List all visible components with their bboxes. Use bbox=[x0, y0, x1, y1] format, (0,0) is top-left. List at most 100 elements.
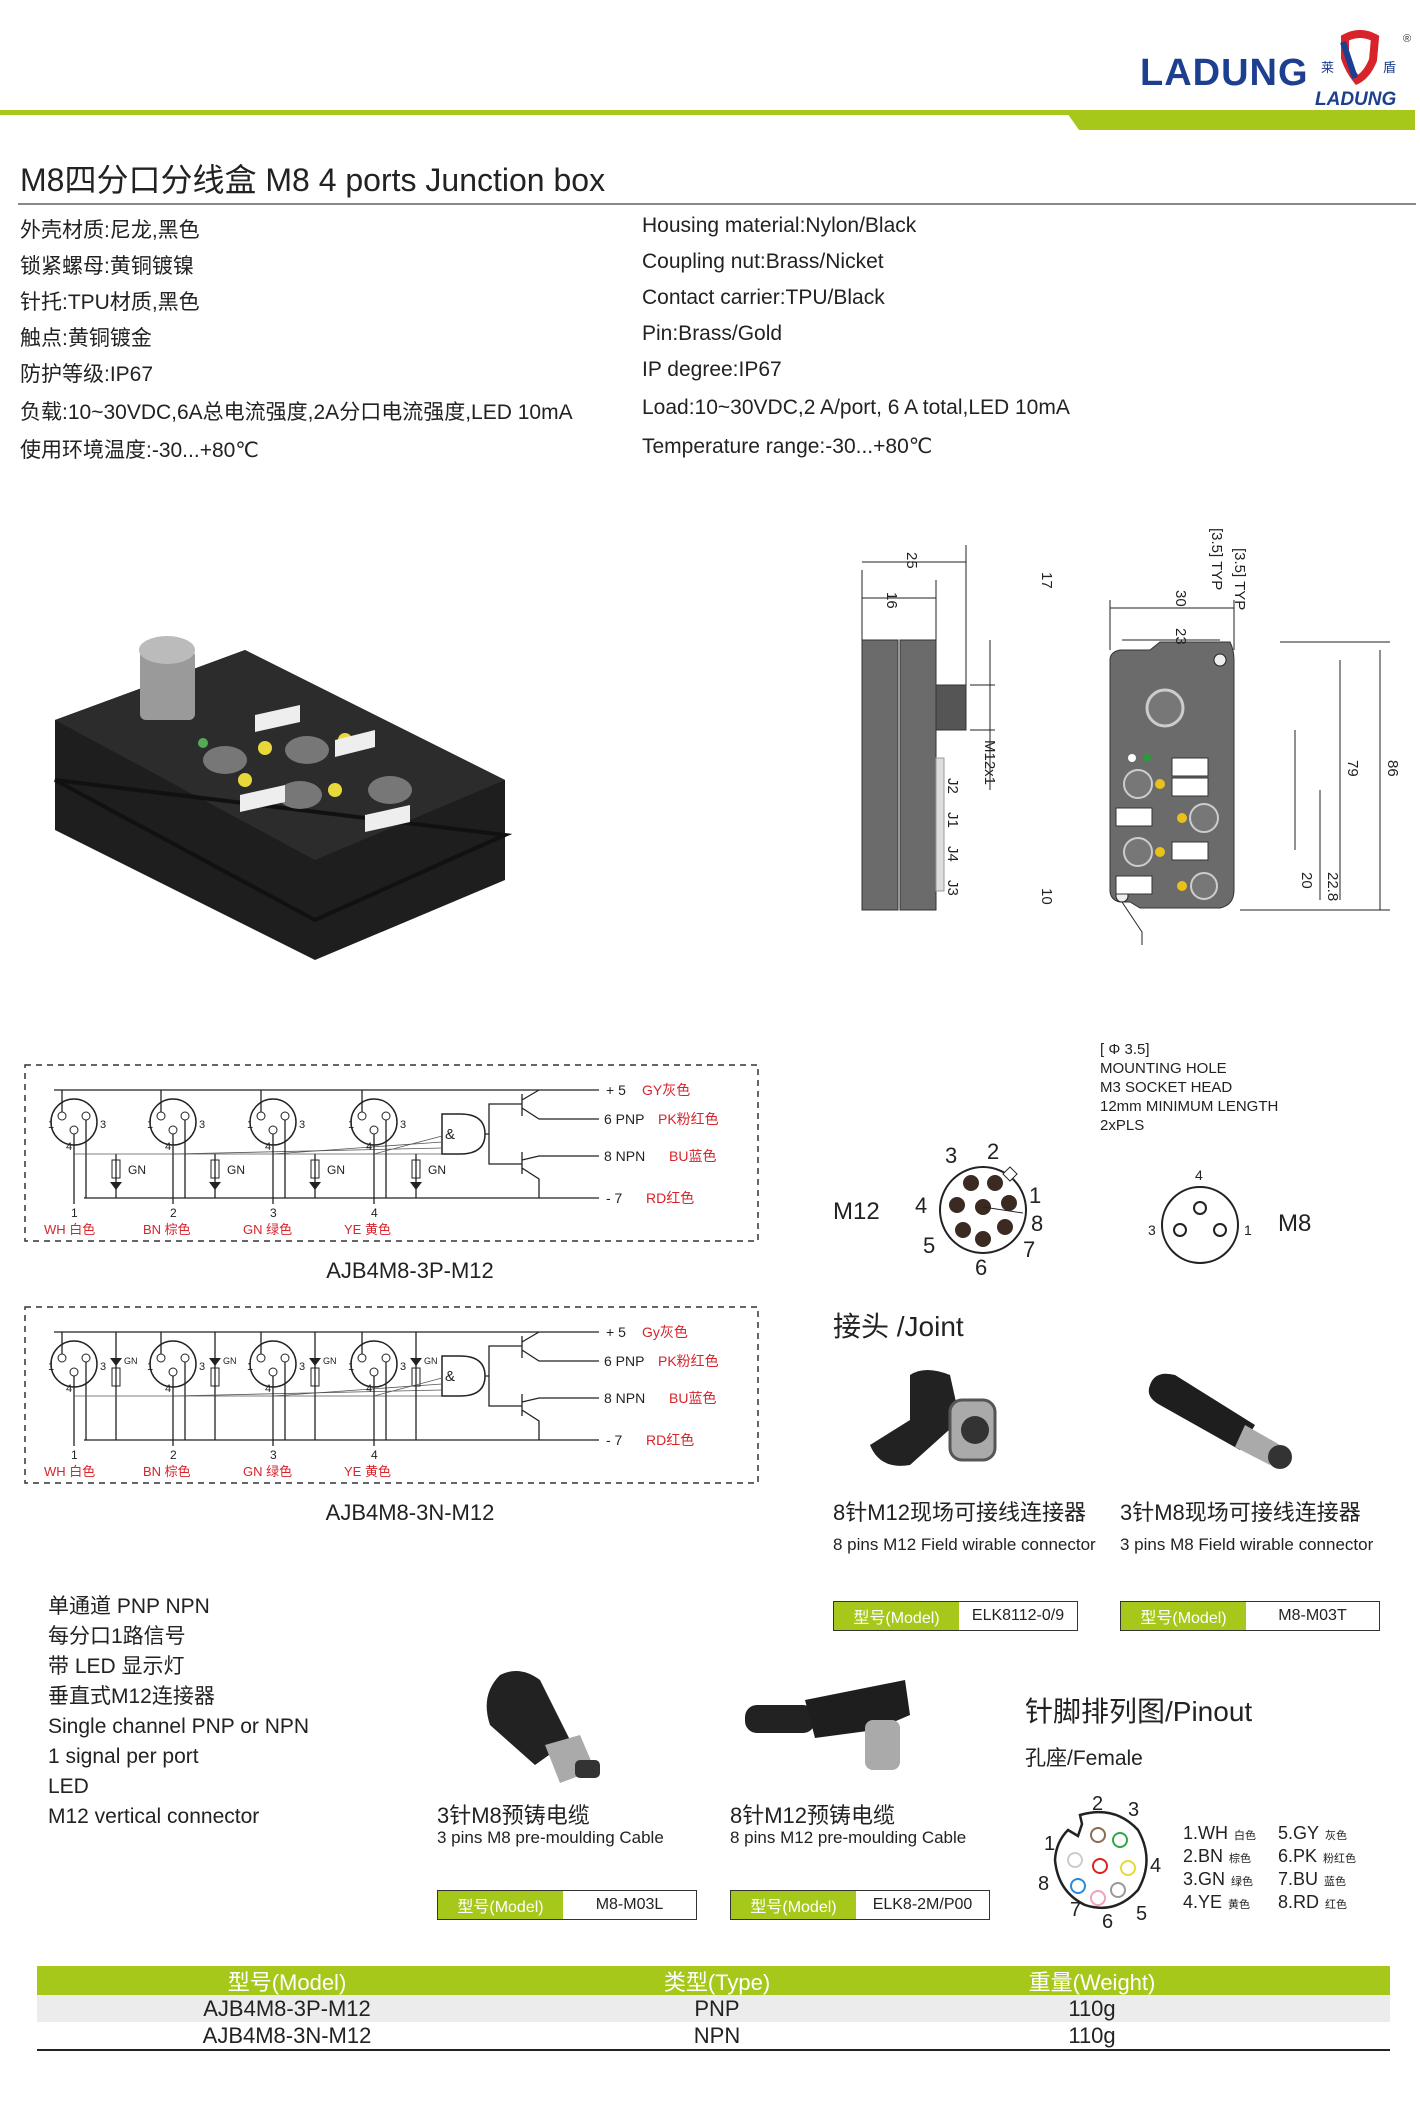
spec-cn: 锁紧螺母:黄铜镀镍 bbox=[20, 255, 194, 278]
spec-en: Coupling nut:Brass/Nicket bbox=[642, 250, 884, 273]
svg-text:10: 10 bbox=[1038, 888, 1055, 905]
pin-number: 4 bbox=[1150, 1855, 1161, 1877]
pin-label: 1 bbox=[348, 1119, 354, 1131]
signal-wire bbox=[172, 1147, 443, 1155]
led-label-bg bbox=[123, 1355, 136, 1366]
channel-color: BN 棕色 bbox=[143, 1464, 191, 1479]
pin-label: 1 bbox=[247, 1119, 253, 1131]
signal-wire bbox=[172, 1389, 443, 1397]
svg-text:LADUNG: LADUNG bbox=[1315, 89, 1396, 110]
pin-number: 6 bbox=[1102, 1911, 1113, 1930]
joint-caption-en: 3 pins M8 Field wirable connector bbox=[1120, 1535, 1374, 1554]
svg-text:7: 7 bbox=[1023, 1237, 1035, 1262]
m8-connector-photo bbox=[1148, 1373, 1292, 1469]
channel-number: 2 bbox=[170, 1448, 177, 1462]
channel-color: WH 白色 bbox=[44, 1464, 95, 1479]
svg-text:8: 8 bbox=[1031, 1211, 1043, 1236]
led-label-bg bbox=[127, 1164, 144, 1177]
transistor-icon bbox=[485, 1089, 599, 1198]
pin-label: 4 bbox=[165, 1383, 171, 1395]
legend-color-cn: 蓝色 bbox=[1324, 1876, 1347, 1888]
pin bbox=[381, 1111, 391, 1121]
joint-caption-cn: 3针M8现场可接线连接器 bbox=[1120, 1500, 1361, 1525]
spec-cn: 触点:黄铜镀金 bbox=[20, 327, 152, 350]
legend-item: 2.BN 棕色 bbox=[1183, 1845, 1278, 1868]
channel-color: GN 绿色 bbox=[243, 1222, 292, 1237]
terminal-label: 8 NPN bbox=[604, 1390, 645, 1406]
svg-text:23: 23 bbox=[1172, 628, 1189, 645]
pin bbox=[69, 1367, 79, 1377]
legend-code: 2.BN bbox=[1183, 1846, 1224, 1866]
cable-caption-en: 3 pins M8 pre-moulding Cable bbox=[437, 1828, 664, 1847]
pin-5-icon bbox=[1110, 1882, 1126, 1898]
channel-number: 1 bbox=[71, 1206, 78, 1220]
led-label-bg bbox=[423, 1355, 436, 1366]
signal-wire bbox=[373, 1135, 443, 1155]
pin-number: 3 bbox=[1128, 1799, 1139, 1821]
dashed-border bbox=[24, 1064, 759, 1242]
pin bbox=[268, 1367, 278, 1377]
header-divider bbox=[0, 110, 1415, 115]
m8-cable-photo bbox=[486, 1671, 600, 1783]
pin-label: 3 bbox=[199, 1119, 205, 1131]
legend-code: 6.PK bbox=[1278, 1846, 1318, 1866]
pin bbox=[268, 1125, 278, 1135]
led-label-bg bbox=[326, 1164, 343, 1177]
pin-label: 1 bbox=[48, 1361, 54, 1373]
terminal-label: - 7 bbox=[606, 1432, 623, 1448]
table-header: 型号(Model)类型(Type)重量(Weight) bbox=[37, 1966, 1390, 1995]
header-accent-band bbox=[1065, 110, 1415, 130]
pin-7-icon bbox=[1070, 1878, 1086, 1894]
channel-number: 4 bbox=[371, 1448, 378, 1462]
spec-cn: 外壳材质:尼龙,黑色 bbox=[20, 219, 200, 242]
pin-label: 4 bbox=[366, 1383, 372, 1395]
svg-text:4: 4 bbox=[1195, 1167, 1203, 1183]
terminal-label: + 5 bbox=[606, 1324, 626, 1340]
channel-color: GN 绿色 bbox=[243, 1464, 292, 1479]
led-label: GN bbox=[424, 1356, 438, 1366]
m12-cable-photo bbox=[745, 1680, 910, 1770]
side-view: 25 16 M12x1 J2 J1 J4 J3 bbox=[861, 545, 998, 911]
pin-number: 5 bbox=[1136, 1903, 1147, 1925]
transistor-icon bbox=[485, 1331, 599, 1440]
pin bbox=[81, 1353, 91, 1363]
led-label-bg bbox=[222, 1355, 235, 1366]
terminal-label: 6 PNP bbox=[604, 1111, 644, 1127]
svg-text:莱: 莱 bbox=[1321, 60, 1334, 75]
and-gate-symbol: & bbox=[445, 1126, 455, 1143]
pin-1-icon bbox=[1067, 1852, 1083, 1868]
pin-label: 4 bbox=[366, 1141, 372, 1153]
terminal-label: - 7 bbox=[606, 1190, 623, 1206]
pin-label: 3 bbox=[199, 1361, 205, 1373]
spec-cn: 负载:10~30VDC,6A总电流强度,2A分口电流强度,LED 10mA bbox=[20, 401, 573, 424]
led-label: GN bbox=[223, 1356, 237, 1366]
svg-text:盾: 盾 bbox=[1383, 60, 1396, 75]
pin-4-icon bbox=[1120, 1860, 1136, 1876]
pin bbox=[381, 1353, 391, 1363]
page-title: M8四分口分线盒 M8 4 ports Junction box bbox=[20, 162, 606, 198]
svg-text:J3: J3 bbox=[944, 880, 961, 896]
dimension-drawing: 25 16 M12x1 J2 J1 J4 J3 30 23 [3.5] TYP … bbox=[861, 528, 1401, 945]
svg-text:5: 5 bbox=[923, 1233, 935, 1258]
cable-caption-cn: 8针M12预铸电缆 bbox=[730, 1803, 896, 1828]
spec-cn: 使用环境温度:-30...+80℃ bbox=[20, 439, 259, 462]
channel-number: 3 bbox=[270, 1206, 277, 1220]
channel-number: 3 bbox=[270, 1448, 277, 1462]
pin-2-icon bbox=[1090, 1827, 1106, 1843]
model-box: 型号(Model)M8-M03T bbox=[1120, 1601, 1380, 1631]
led-label-bg bbox=[427, 1164, 444, 1177]
pin-8-icon bbox=[1092, 1858, 1108, 1874]
channel-number: 2 bbox=[170, 1206, 177, 1220]
brand-emblem-icon: 莱 盾 LADUNG ® bbox=[1315, 30, 1411, 110]
led-label: GN bbox=[227, 1163, 245, 1177]
legend-color-cn: 棕色 bbox=[1229, 1853, 1252, 1865]
wire-color-label: GY灰色 bbox=[642, 1082, 690, 1098]
svg-text:86: 86 bbox=[1384, 760, 1401, 777]
